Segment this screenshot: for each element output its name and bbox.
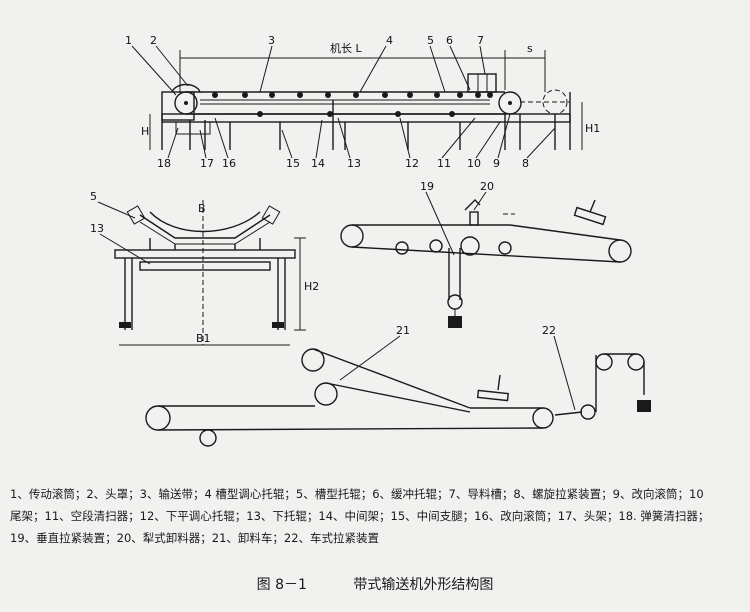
callout-7: 7 <box>477 34 484 47</box>
length-label: 机长 L <box>330 41 362 55</box>
dim-h1-label: H1 <box>585 122 600 135</box>
callout-12: 12 <box>405 157 419 170</box>
callout-6: 6 <box>446 34 453 47</box>
legend-line: 19、垂直拉紧装置；20、犁式卸料器；21、卸料车；22、车式拉紧装置 <box>10 531 380 545</box>
callout-18: 18 <box>157 157 171 170</box>
return-idler <box>139 261 271 271</box>
plough-tripper-view: 19 20 <box>340 180 632 328</box>
legend-line: 1、传动滚筒；2、头罩；3、输送带；4 槽型调心托辊；5、槽型托辊；6、缓冲托辊… <box>10 487 704 501</box>
guide-chute <box>467 73 497 93</box>
callout-3: 3 <box>268 34 275 47</box>
callout-13: 13 <box>347 157 361 170</box>
callout-13-section: 13 <box>90 222 104 235</box>
side-elevation-view: 机长 L s <box>125 34 600 170</box>
callout-11: 11 <box>437 157 451 170</box>
callout-16: 16 <box>222 157 236 170</box>
callout-22: 22 <box>542 324 556 337</box>
cross-section-view: B B1 H2 5 13 <box>90 190 319 346</box>
callout-4: 4 <box>386 34 393 47</box>
dim-b1-label: B1 <box>196 332 211 345</box>
dim-b-label: B <box>198 202 206 215</box>
callout-8: 8 <box>522 157 529 170</box>
carrying-idlers <box>212 92 493 98</box>
dim-s-label: s <box>527 42 533 55</box>
callout-20: 20 <box>480 180 494 193</box>
figure-number: 图 8－1 <box>256 577 307 593</box>
callout-5: 5 <box>427 34 434 47</box>
dim-h2-label: H2 <box>304 280 319 293</box>
conveyor-diagram: 机长 L s <box>90 34 651 447</box>
callout-19: 19 <box>420 180 434 193</box>
callout-2: 2 <box>150 34 157 47</box>
callout-21: 21 <box>396 324 410 337</box>
callout-15: 15 <box>286 157 300 170</box>
callout-10: 10 <box>467 157 481 170</box>
legend-line: 尾架；11、空段清扫器；12、下平调心托辊；13、下托辊；14、中间架；15、中… <box>10 509 710 523</box>
callouts-bottom: 18 17 16 15 14 13 12 11 10 9 8 <box>157 113 556 170</box>
parts-legend: 1、传动滚筒；2、头罩；3、输送带；4 槽型调心托辊；5、槽型托辊；6、缓冲托辊… <box>10 483 740 549</box>
callout-14: 14 <box>311 157 325 170</box>
figure-title: 带式输送机外形结构图 <box>353 577 494 593</box>
figure-caption: 图 8－1 带式输送机外形结构图 <box>0 574 750 594</box>
callout-1: 1 <box>125 34 132 47</box>
dim-h-label: H <box>141 125 149 138</box>
callout-9: 9 <box>493 157 500 170</box>
callout-17: 17 <box>200 157 214 170</box>
callout-5-section: 5 <box>90 190 97 203</box>
tripper-car-view: 21 22 <box>145 324 651 447</box>
callouts-top: 1 2 3 4 5 6 7 <box>125 34 486 96</box>
